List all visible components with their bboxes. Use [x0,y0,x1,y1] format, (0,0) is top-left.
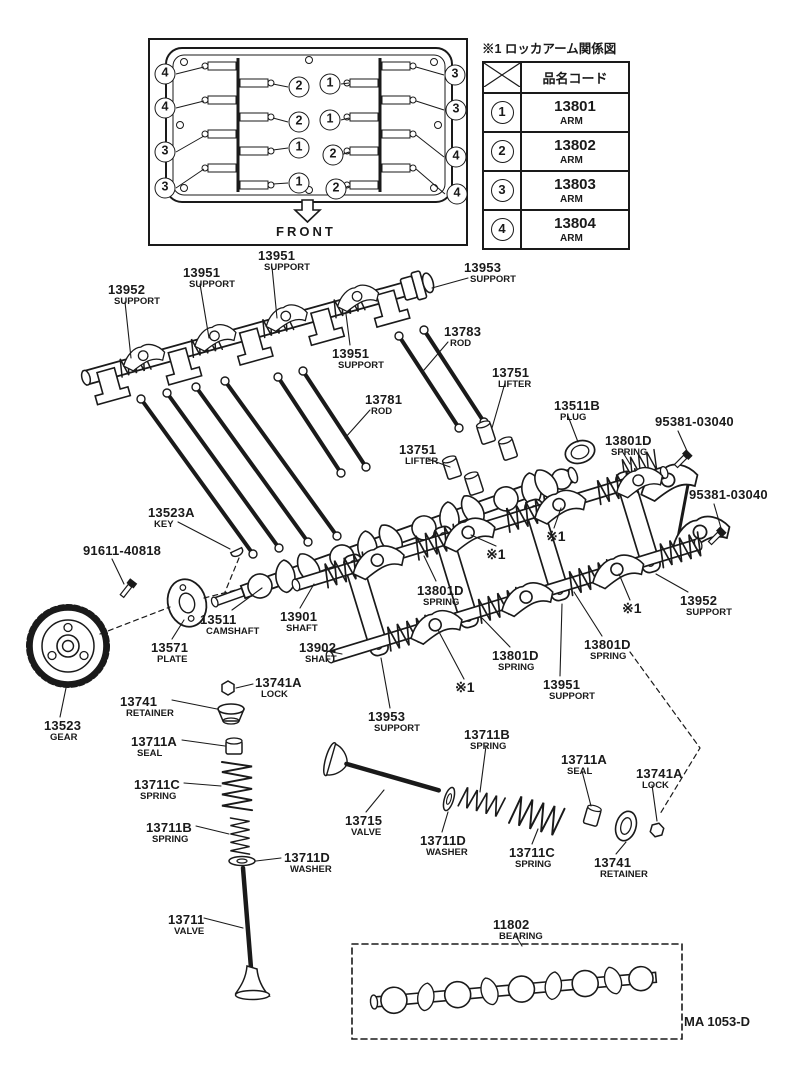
callout-number-2: 2 [325,178,347,200]
legend-column-header: 品名コード [520,61,630,94]
rocker-shaft-upper [291,461,669,592]
front-label: FRONT [276,224,336,239]
callout-number-2: 2 [490,140,514,163]
legend-callout: 1 [482,92,522,133]
callout-number-4: 4 [446,183,468,205]
legend-part-code: 13801 [554,98,596,116]
legend-callout: 4 [482,209,522,250]
rocker-shaft-lower [325,531,706,664]
legend-part-name: ARM [560,115,583,127]
callout-number-2: 2 [288,76,310,98]
valve-lifters [440,418,519,497]
push-rod-tips [136,325,489,559]
push-rods [139,328,486,556]
camshaft-plug [564,439,596,465]
rocker-arm-pair-detail [618,448,734,557]
rocker-shaft-assembly-top [80,270,435,406]
cylinder-head-top-view [165,47,453,224]
callout-number-1: 1 [319,73,341,95]
callout-number-3: 3 [444,64,466,86]
leader-lines [59,266,722,947]
callout-number-3: 3 [154,141,176,163]
legend-part-name: ARM [560,154,583,166]
callout-number-3: 3 [445,99,467,121]
legend-part-code: 13802 [554,137,596,155]
thrust-plate [166,578,208,628]
callout-number-4: 4 [445,146,467,168]
diagonal-cross-icon [483,62,521,88]
legend-callout: 2 [482,131,522,172]
callout-number-2: 2 [288,111,310,133]
callout-number-1: 1 [288,172,310,194]
legend-part-code: 13804 [554,215,596,233]
reference-dashed-lines [99,557,701,815]
callout-number-2: 2 [322,144,344,166]
callout-number-1: 1 [490,101,514,124]
callout-number-1: 1 [319,109,341,131]
callout-number-4: 4 [490,218,514,241]
legend-part-name: ARM [560,232,583,244]
legend-title: ※1 ロッカアーム関係図 [482,42,617,56]
woodruff-key [229,546,244,558]
callout-number-1: 1 [288,137,310,159]
callout-number-3: 3 [154,177,176,199]
callout-number-3: 3 [490,179,514,202]
valve-assembly-left [217,680,271,1001]
bolt-91611 [117,577,138,600]
legend-part-code: 13803 [554,176,596,194]
front-arrow-icon [293,199,322,224]
callout-number-4: 4 [154,63,176,85]
camshaft-gear [26,604,110,688]
valve-assembly-right [322,742,665,842]
legend-callout: 3 [482,170,522,211]
callout-number-4: 4 [154,97,176,119]
legend-part-name: ARM [560,193,583,205]
legend-corner-cell [482,61,522,94]
rocker-shaft-assembly-main [291,461,706,664]
doc-number: MA 1053-D [684,1014,750,1029]
camshaft-bearing-assembly [351,943,683,1040]
